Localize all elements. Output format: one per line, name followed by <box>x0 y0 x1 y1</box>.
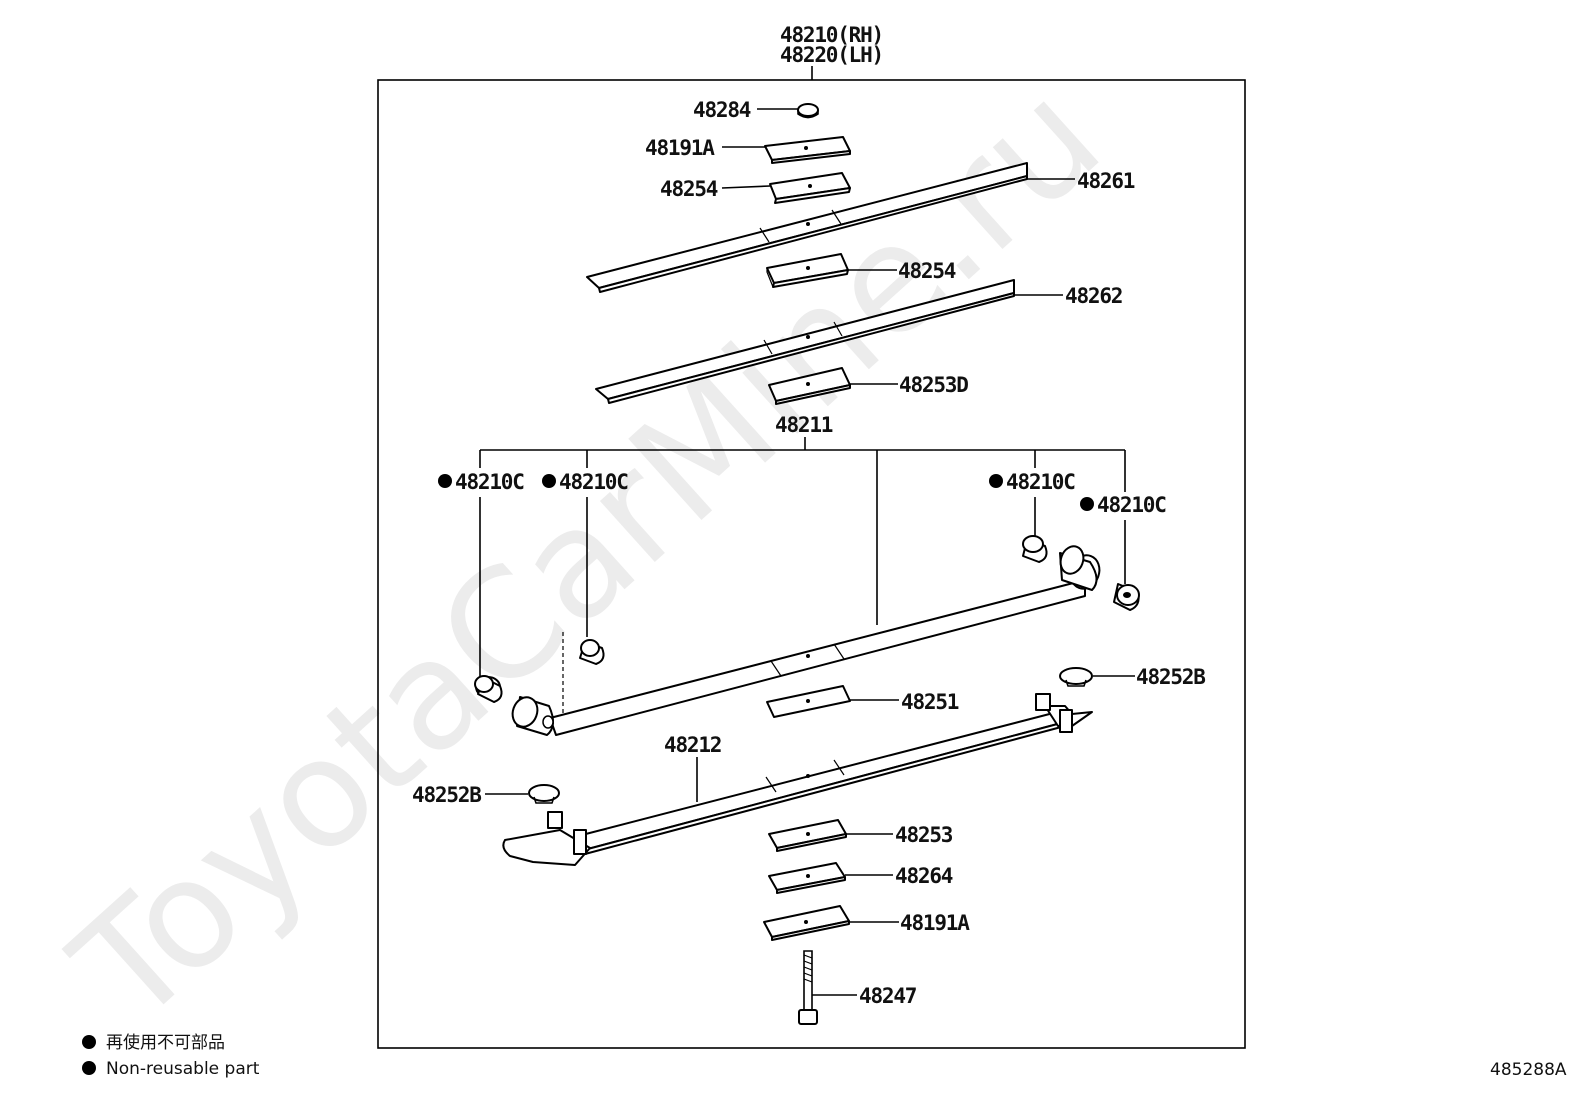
label-48251[interactable]: 48251 <box>901 690 960 714</box>
bushing-front-left-icon <box>474 675 503 703</box>
legend-japanese: 再使用不可部品 <box>106 1032 225 1053</box>
stopper-48252b-right-icon <box>1059 667 1093 687</box>
nut-48284-icon <box>797 103 819 119</box>
callout-lines-48211 <box>479 437 1126 625</box>
label-48253d[interactable]: 48253D <box>899 373 969 397</box>
label-48210c-3[interactable]: 48210C <box>1006 470 1076 494</box>
label-48191a-bottom[interactable]: 48191A <box>900 911 971 935</box>
leaf-spring-48262-icon <box>595 279 1015 404</box>
label-48252b-left[interactable]: 48252B <box>412 783 482 807</box>
bushing-front-right-icon <box>579 639 605 665</box>
non-reusable-mark-4 <box>1080 497 1094 511</box>
spacer-48254-mid-icon <box>766 253 849 288</box>
pad-48251-icon <box>766 685 851 718</box>
non-reusable-mark-1 <box>438 474 452 488</box>
label-48212[interactable]: 48212 <box>664 733 722 757</box>
legend-english: Non-reusable part <box>106 1059 260 1079</box>
non-reusable-mark-2 <box>542 474 556 488</box>
label-48254-mid[interactable]: 48254 <box>898 259 957 283</box>
pad-48191a-top-icon <box>764 136 851 164</box>
label-48253[interactable]: 48253 <box>895 823 954 847</box>
pad-48253-icon <box>768 819 847 852</box>
label-48211[interactable]: 48211 <box>775 413 834 437</box>
bushing-rear-right-icon <box>1113 583 1140 611</box>
label-48284[interactable]: 48284 <box>693 98 752 122</box>
non-reusable-mark-3 <box>989 474 1003 488</box>
legend-bullet-english <box>82 1061 96 1075</box>
label-48264[interactable]: 48264 <box>895 864 954 888</box>
pad-48253d-icon <box>768 367 851 405</box>
helper-leaf-48212-icon <box>502 693 1093 866</box>
label-48191a-top[interactable]: 48191A <box>645 136 716 160</box>
spacer-48254-top-icon <box>769 172 851 204</box>
bolt-48247-icon <box>798 950 818 1025</box>
main-leaf-48211-icon <box>511 545 1101 736</box>
label-48254-top[interactable]: 48254 <box>660 177 719 201</box>
label-48247[interactable]: 48247 <box>859 984 918 1008</box>
label-48262[interactable]: 48262 <box>1065 284 1123 308</box>
label-48210c-2[interactable]: 48210C <box>559 470 629 494</box>
label-48252b-right[interactable]: 48252B <box>1136 665 1206 689</box>
diagram-code: 485288A <box>1490 1060 1567 1080</box>
bushing-rear-left-icon <box>1022 535 1048 563</box>
assembly-number-lh[interactable]: 48220(LH) <box>780 43 884 67</box>
pad-48264-icon <box>768 862 846 894</box>
label-48261[interactable]: 48261 <box>1077 169 1136 193</box>
legend-bullet-japanese <box>82 1035 96 1049</box>
label-48210c-4[interactable]: 48210C <box>1097 493 1167 517</box>
label-48210c-1[interactable]: 48210C <box>455 470 525 494</box>
pad-48191a-bottom-icon <box>763 905 850 941</box>
stopper-48252b-left-icon <box>528 784 560 804</box>
assembly-number-rh[interactable]: 48210(RH) <box>780 23 884 47</box>
